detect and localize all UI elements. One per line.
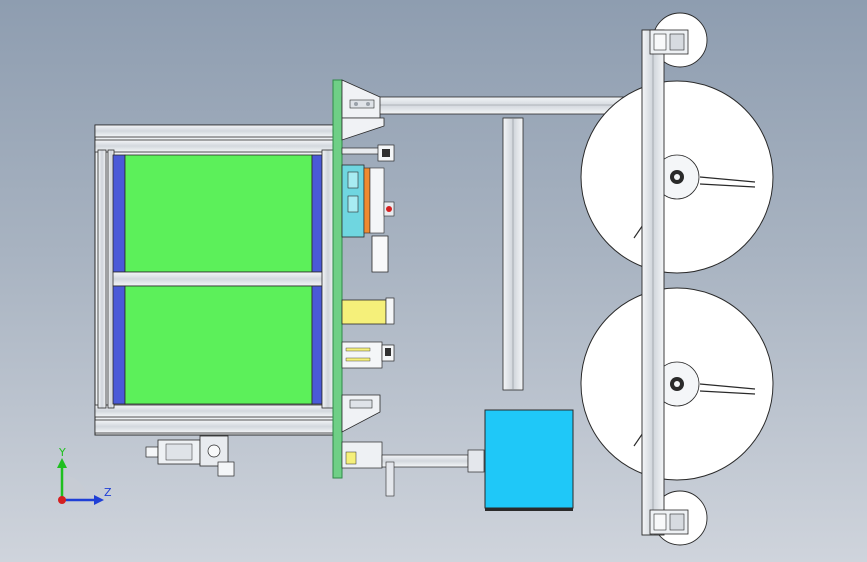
cyan-slide-block: [341, 164, 395, 238]
air-filter-unit: [145, 435, 235, 477]
yellow-cylinder: [341, 297, 395, 325]
middle-rail: [112, 271, 324, 287]
vertical-profile: [502, 117, 524, 391]
control-box: [484, 409, 574, 511]
vertical-column: [641, 29, 689, 536]
clamp-lower: [341, 341, 395, 369]
green-panel-upper: [112, 154, 323, 273]
lower-bracket: [341, 394, 381, 433]
green-panel-lower: [112, 285, 323, 405]
cutter-blade: [371, 235, 389, 273]
reel-lower: [580, 287, 774, 481]
right-post: [321, 149, 335, 409]
z-arrow-head-icon: [94, 495, 104, 505]
mounting-plate: [332, 79, 343, 479]
y-arrow-head-icon: [57, 458, 67, 468]
linear-actuator: [341, 441, 485, 497]
origin-dot-icon: [58, 496, 66, 504]
reel-upper: [580, 80, 774, 274]
z-axis-label: Z: [104, 486, 112, 499]
clamp-upper: [341, 144, 395, 162]
axis-triad: Y Z: [57, 446, 112, 505]
y-axis-label: Y: [58, 446, 66, 459]
